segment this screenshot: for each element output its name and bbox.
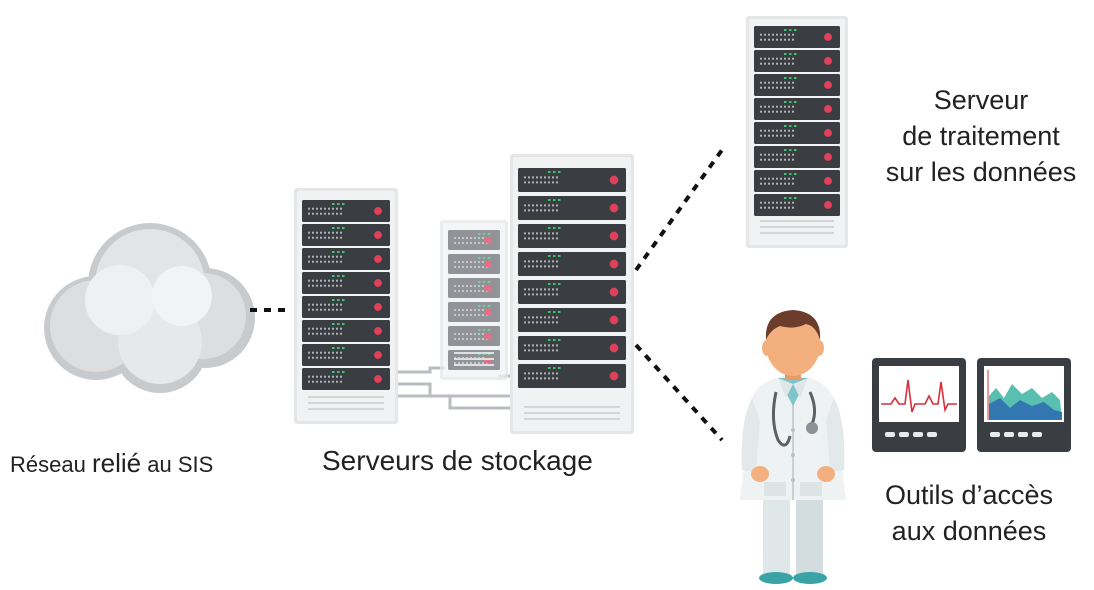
processing-label: Serveur de traitement sur les données (870, 82, 1092, 190)
doctor-icon (740, 310, 846, 584)
processing-label-line2: de traitement (902, 121, 1060, 151)
connector-storage-tools (634, 343, 724, 442)
monitor-icon-chart (977, 358, 1071, 452)
processing-rack (746, 16, 848, 248)
tools-label-line2: aux données (891, 516, 1047, 546)
tools-label: Outils d’accès aux données (858, 477, 1080, 549)
processing-label-line1: Serveur (933, 85, 1029, 115)
processing-label-line3: sur les données (885, 157, 1077, 187)
storage-rack-back (440, 220, 508, 380)
network-label-part1: Réseau (10, 452, 86, 477)
tools-label-line1: Outils d’accès (884, 480, 1054, 510)
network-label: Réseau relié au SIS (10, 448, 213, 479)
cloud-icon (44, 223, 255, 393)
connector-storage-processing (634, 148, 724, 272)
monitor-icon-ecg (872, 358, 966, 452)
storage-rack-left (294, 188, 398, 424)
network-label-part3: au SIS (147, 452, 214, 477)
storage-label: Serveurs de stockage (322, 445, 593, 476)
network-label-part2: relié (91, 448, 142, 478)
storage-rack-right (510, 154, 634, 434)
